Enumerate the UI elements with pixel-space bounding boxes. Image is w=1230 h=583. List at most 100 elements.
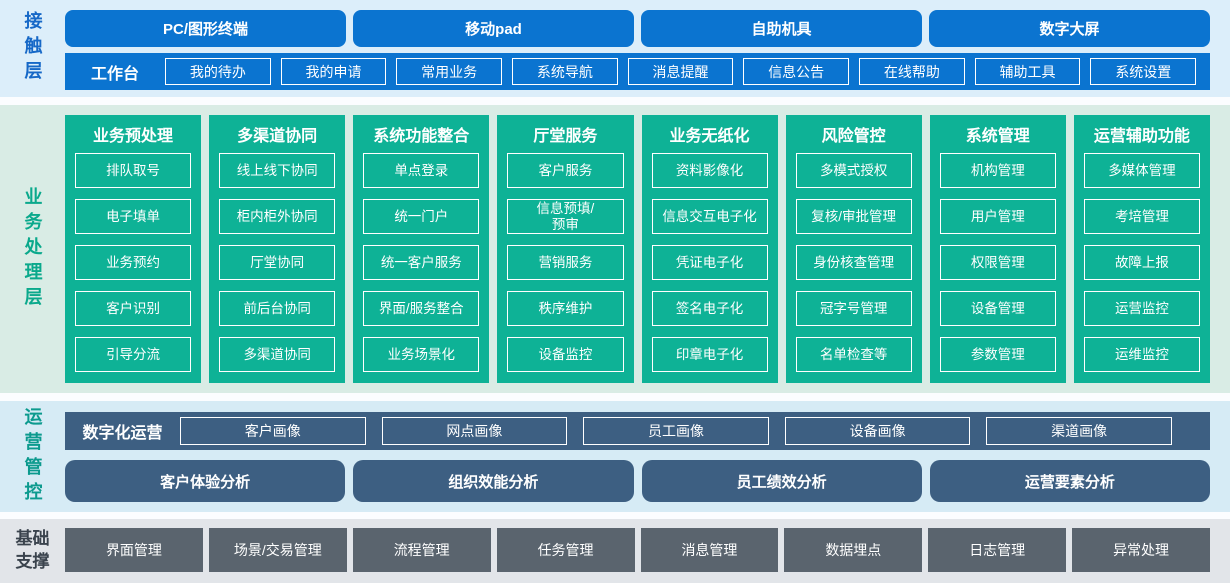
business-column: 业务无纸化 资料影像化 信息交互电子化 凭证电子化 签名电子化 印章电子化 [641, 115, 778, 383]
workbench-items: 我的待办 我的申请 常用业务 系统导航 消息提醒 信息公告 在线帮助 辅助工具 … [165, 58, 1197, 85]
analysis-box: 客户体验分析 [65, 460, 346, 502]
workbench-item: 我的待办 [165, 58, 271, 85]
terminal-box: 数字大屏 [929, 10, 1210, 47]
portrait-item: 网点画像 [381, 417, 568, 445]
business-item: 资料影像化 [651, 153, 768, 188]
terminal-row: PC/图形终端 移动pad 自助机具 数字大屏 [65, 10, 1210, 47]
business-column: 业务预处理 排队取号 电子填单 业务预约 客户识别 引导分流 [65, 115, 202, 383]
business-item: 客户服务 [507, 153, 624, 188]
digital-operations-bar: 数字化运营 客户画像 网点画像 员工画像 设备画像 渠道画像 [65, 412, 1210, 450]
business-item: 统一客户服务 [363, 245, 480, 280]
business-column-title: 厅堂服务 [533, 128, 598, 145]
business-item: 电子填单 [75, 199, 192, 234]
workbench-item: 辅助工具 [974, 58, 1081, 85]
business-item: 营销服务 [507, 245, 624, 280]
business-item: 信息预填/ 预审 [507, 199, 624, 234]
foundation-item: 异常处理 [1072, 528, 1210, 572]
business-item: 凭证电子化 [651, 245, 768, 280]
foundation-layer-body: 界面管理 场景/交易管理 流程管理 任务管理 消息管理 数据埋点 日志管理 异常… [65, 519, 1230, 583]
workbench-bar: 工作台 我的待办 我的申请 常用业务 系统导航 消息提醒 信息公告 在线帮助 辅… [65, 53, 1210, 90]
operations-layer-label: 运营管控 [22, 406, 43, 507]
business-item: 身份核查管理 [795, 245, 912, 280]
workbench-item: 信息公告 [743, 58, 850, 85]
workbench-item: 在线帮助 [859, 58, 965, 85]
business-column-title: 业务预处理 [93, 128, 174, 145]
business-item: 运维监控 [1083, 337, 1200, 372]
business-item: 线上线下协同 [219, 153, 336, 188]
business-column-title: 业务无纸化 [669, 128, 750, 145]
terminal-box: PC/图形终端 [65, 10, 346, 47]
contact-layer-body: PC/图形终端 移动pad 自助机具 数字大屏 工作台 我的待办 我的申请 常用… [65, 0, 1230, 97]
business-item: 权限管理 [939, 245, 1056, 280]
business-item: 冠字号管理 [795, 291, 912, 326]
business-column-title: 多渠道协同 [237, 128, 318, 145]
contact-layer-label: 接触层 [22, 11, 43, 86]
business-item: 参数管理 [939, 337, 1056, 372]
contact-layer-band: 接触层 PC/图形终端 移动pad 自助机具 数字大屏 工作台 我的待办 我的申… [0, 0, 1230, 97]
business-item: 运营监控 [1083, 291, 1200, 326]
analysis-row: 客户体验分析 组织效能分析 员工绩效分析 运营要素分析 [65, 460, 1210, 502]
foundation-row: 界面管理 场景/交易管理 流程管理 任务管理 消息管理 数据埋点 日志管理 异常… [65, 528, 1210, 572]
foundation-layer-band: 基础 支撑 界面管理 场景/交易管理 流程管理 任务管理 消息管理 数据埋点 日… [0, 519, 1230, 583]
business-item: 多渠道协同 [219, 337, 336, 372]
foundation-item: 消息管理 [640, 528, 779, 572]
business-item: 签名电子化 [651, 291, 768, 326]
business-column-title: 系统管理 [965, 128, 1030, 145]
business-column: 系统管理 机构管理 用户管理 权限管理 设备管理 参数管理 [929, 115, 1066, 383]
business-item: 复核/审批管理 [795, 199, 912, 234]
business-item: 厅堂协同 [219, 245, 336, 280]
business-column: 多渠道协同 线上线下协同 柜内柜外协同 厅堂协同 前后台协同 多渠道协同 [209, 115, 346, 383]
business-item: 故障上报 [1083, 245, 1200, 280]
digital-operations-label: 数字化运营 [82, 425, 163, 442]
foundation-item: 任务管理 [496, 528, 635, 572]
business-column-title: 系统功能整合 [373, 128, 470, 145]
portrait-items: 客户画像 网点画像 员工画像 设备画像 渠道画像 [180, 417, 1172, 445]
business-item: 秩序维护 [507, 291, 624, 326]
business-item: 考培管理 [1083, 199, 1200, 234]
operations-layer-band: 运营管控 数字化运营 客户画像 网点画像 员工画像 设备画像 渠道画像 客户体验… [0, 401, 1230, 512]
foundation-item: 流程管理 [352, 528, 491, 572]
operations-layer-body: 数字化运营 客户画像 网点画像 员工画像 设备画像 渠道画像 客户体验分析 组织… [65, 401, 1230, 512]
business-item: 机构管理 [939, 153, 1056, 188]
foundation-layer-label: 基础 支撑 [15, 529, 50, 571]
business-item: 界面/服务整合 [363, 291, 480, 326]
business-item: 统一门户 [363, 199, 480, 234]
business-item: 前后台协同 [219, 291, 336, 326]
business-columns: 业务预处理 排队取号 电子填单 业务预约 客户识别 引导分流 多渠道协同 线上线… [65, 115, 1210, 383]
business-item: 业务场景化 [363, 337, 480, 372]
business-layer-body: 业务预处理 排队取号 电子填单 业务预约 客户识别 引导分流 多渠道协同 线上线… [65, 105, 1230, 393]
business-item: 多模式授权 [795, 153, 912, 188]
foundation-item: 数据埋点 [784, 528, 923, 572]
workbench-item: 消息提醒 [627, 58, 734, 85]
business-item: 引导分流 [75, 337, 192, 372]
workbench-item: 系统导航 [512, 58, 618, 85]
analysis-box: 运营要素分析 [929, 460, 1210, 502]
business-item: 排队取号 [75, 153, 192, 188]
business-column: 系统功能整合 单点登录 统一门户 统一客户服务 界面/服务整合 业务场景化 [353, 115, 490, 383]
business-item: 用户管理 [939, 199, 1056, 234]
workbench-label: 工作台 [90, 65, 139, 83]
business-item: 客户识别 [75, 291, 192, 326]
business-item: 印章电子化 [651, 337, 768, 372]
portrait-item: 员工画像 [583, 417, 769, 445]
business-column-title: 运营辅助功能 [1093, 128, 1190, 145]
business-item: 设备管理 [939, 291, 1056, 326]
portrait-item: 设备画像 [784, 417, 971, 445]
terminal-box: 移动pad [353, 10, 634, 47]
business-column: 运营辅助功能 多媒体管理 考培管理 故障上报 运营监控 运维监控 [1073, 115, 1210, 383]
business-layer-band: 业务处理层 业务预处理 排队取号 电子填单 业务预约 客户识别 引导分流 多渠道… [0, 105, 1230, 393]
workbench-item: 系统设置 [1090, 58, 1197, 85]
business-item: 柜内柜外协同 [219, 199, 336, 234]
business-column-title: 风险管控 [821, 128, 886, 145]
business-item: 业务预约 [75, 245, 192, 280]
business-item: 单点登录 [363, 153, 480, 188]
analysis-box: 员工绩效分析 [641, 460, 922, 502]
business-item: 设备监控 [507, 337, 624, 372]
workbench-item: 我的申请 [280, 58, 387, 85]
business-column: 风险管控 多模式授权 复核/审批管理 身份核查管理 冠字号管理 名单检查等 [785, 115, 922, 383]
portrait-item: 客户画像 [180, 417, 366, 445]
foundation-item: 日志管理 [928, 528, 1067, 572]
business-layer-label: 业务处理层 [22, 186, 43, 312]
portrait-item: 渠道画像 [986, 417, 1172, 445]
